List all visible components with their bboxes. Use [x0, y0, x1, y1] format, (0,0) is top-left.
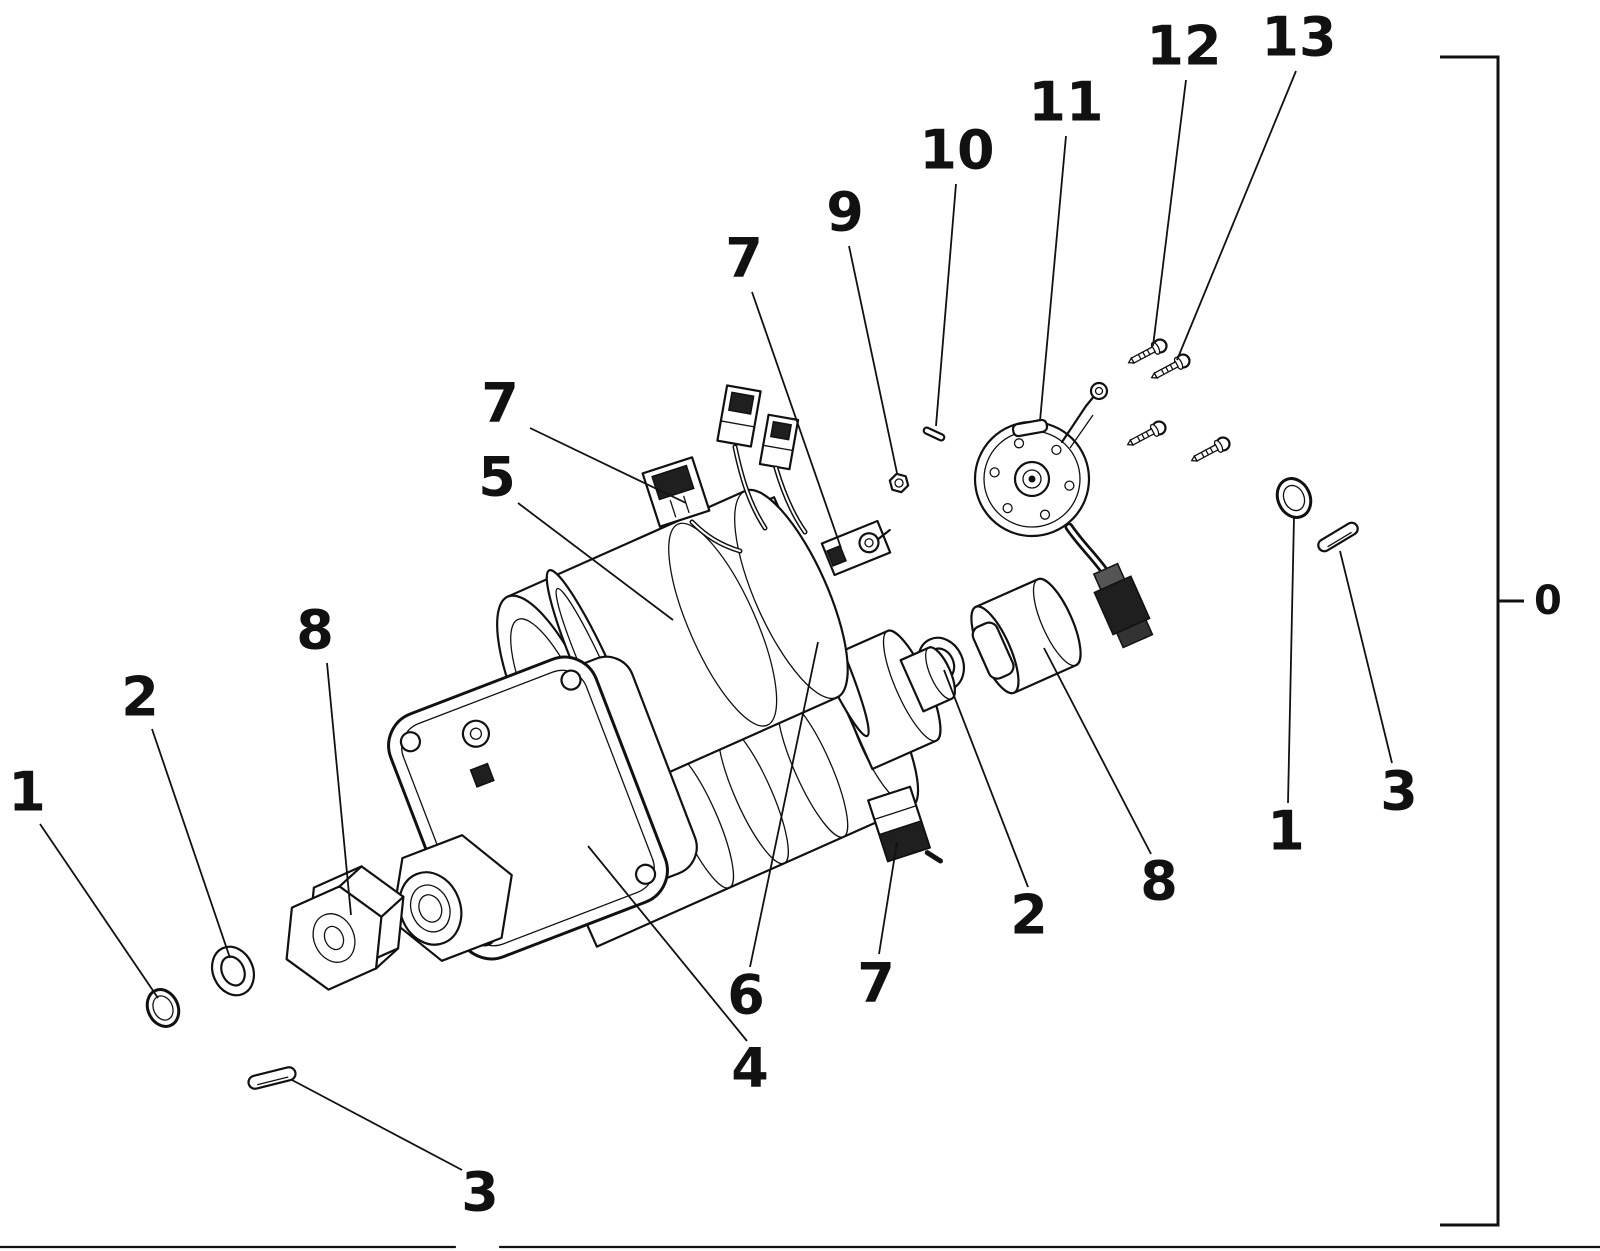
callout-7-upper-left: 7	[481, 372, 519, 435]
hex-cap-part-8-left	[285, 865, 405, 991]
nut-part-9	[888, 472, 910, 494]
leader-line-6	[749, 641, 819, 968]
leader-line-7-bottom	[878, 841, 898, 955]
motor-rear-bell	[822, 629, 956, 771]
assembly-bracket: 0	[1440, 55, 1562, 1227]
leader-line-7-upper-left	[529, 427, 687, 504]
callout-3-right: 3	[1380, 760, 1418, 823]
callout-11: 11	[1028, 71, 1103, 134]
leader-line-1-right	[1287, 516, 1295, 804]
washer-part-2-left	[210, 945, 256, 997]
leader-line-8-left	[326, 662, 352, 916]
callout-3-bottom: 3	[461, 1161, 499, 1224]
bushing-part-8-right	[970, 577, 1082, 695]
leader-line-9	[848, 245, 898, 474]
callout-8-right: 8	[1140, 850, 1178, 913]
terminal-part-7-mid	[820, 519, 892, 577]
callout-7-top: 7	[725, 227, 763, 290]
leader-line-1-left	[39, 823, 159, 999]
leader-line-12	[1152, 79, 1187, 347]
leader-line-10	[935, 183, 957, 427]
callout-6: 6	[727, 964, 765, 1027]
callout-2-right: 2	[1010, 884, 1048, 947]
leader-line-5	[517, 502, 674, 621]
sensor-lever	[1060, 381, 1109, 449]
callout-12: 12	[1146, 15, 1221, 78]
assembly-label: 0	[1534, 578, 1562, 624]
screw-3	[1126, 420, 1167, 446]
callout-8-left: 8	[296, 599, 334, 662]
leader-line-8-right	[1043, 647, 1152, 855]
callout-7-bottom: 7	[857, 952, 895, 1015]
ring-part-1-left	[145, 988, 181, 1028]
ring-part-1-right	[1275, 477, 1313, 519]
key-part-3-left	[247, 1066, 297, 1090]
motor-wires	[689, 444, 808, 554]
key-part-3-right	[1317, 521, 1359, 553]
callout-4: 4	[731, 1037, 769, 1100]
wire-plug-1	[716, 384, 762, 448]
callout-1-left: 1	[8, 761, 46, 824]
wire-plug-2	[758, 413, 800, 471]
screw-1	[1127, 338, 1168, 364]
output-boss	[391, 834, 513, 962]
leader-line-4	[587, 845, 748, 1042]
cable-connector	[1092, 562, 1154, 649]
leader-line-11	[1039, 135, 1067, 422]
callout-10: 10	[919, 119, 994, 182]
screw-2	[1150, 353, 1191, 379]
end-cap-part-11	[973, 418, 1091, 538]
leader-line-7-top	[751, 291, 842, 549]
callout-1-right: 1	[1267, 800, 1305, 863]
leader-line-2-left	[151, 728, 231, 959]
callout-13: 13	[1261, 6, 1336, 69]
callout-2-left: 2	[121, 666, 159, 729]
sensor-cable	[1064, 522, 1113, 581]
leader-line-2-right	[943, 669, 1029, 888]
leader-line-13	[1176, 70, 1297, 361]
callout-9: 9	[826, 181, 864, 244]
leader-line-3-bottom	[291, 1079, 463, 1171]
leader-line-3-right	[1339, 550, 1393, 764]
screw-4	[1190, 436, 1231, 462]
connector-part-7-lower	[867, 785, 943, 864]
pin-part-10	[922, 426, 946, 442]
callout-5: 5	[478, 446, 516, 509]
